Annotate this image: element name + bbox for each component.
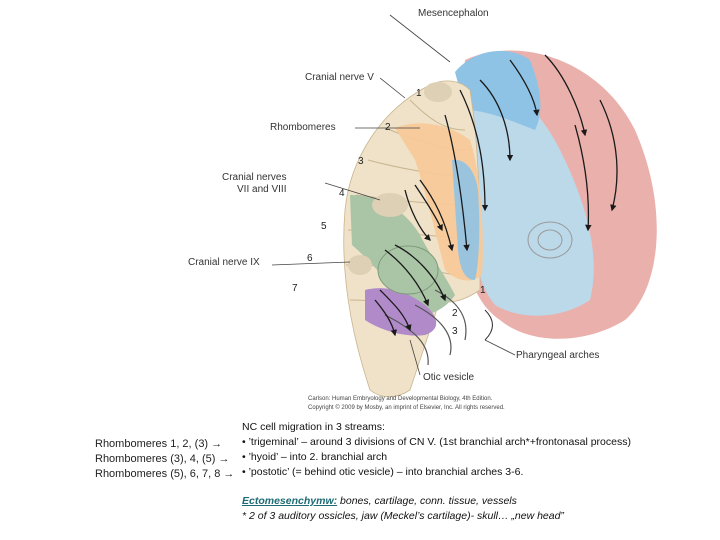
arch-number: 3: [452, 326, 458, 337]
label-cranial-nerves-vii-viii: Cranial nerves: [222, 172, 286, 183]
ganglion-ix: [348, 255, 372, 275]
neural-crest-migration-diagram: Mesencephalon Cranial nerve V Rhombomere…: [188, 8, 657, 411]
ganglion-vii-viii: [372, 193, 408, 217]
ectomesenchyme-term: Ectomesenchymw:: [242, 495, 338, 507]
rhombomere-number: 5: [321, 221, 327, 232]
label-cranial-nerve-v: Cranial nerve V: [305, 72, 374, 83]
label-rhombomeres: Rhombomeres: [270, 122, 336, 133]
arch-number: 1: [480, 285, 486, 296]
figure-credit-line-2: Copyright © 2009 by Mosby, an imprint of…: [308, 404, 505, 411]
stream-hyoid: • ’hyoid’ – into 2. branchial arch: [242, 451, 388, 463]
migration-notes: NC cell migration in 3 streams: • ’trige…: [242, 420, 712, 524]
migration-arrows: [374, 54, 618, 337]
label-cranial-nerve-ix: Cranial nerve IX: [188, 257, 260, 268]
footnote: * 2 of 3 auditory ossicles, jaw (Meckel’…: [242, 510, 564, 522]
otic-vesicle: [377, 245, 439, 295]
arch-number: 2: [452, 308, 458, 319]
rhombomere-number: 2: [385, 122, 391, 133]
label-pharyngeal-arches: Pharyngeal arches: [516, 350, 599, 361]
rhombomere-number: 6: [307, 253, 313, 264]
rhombomere-group-hyoid: Rhombomeres (3), 4, (5) →: [95, 453, 230, 465]
pharyngeal-arch-outlines: [384, 289, 467, 366]
label-cranial-nerves-vii-viii-sub: VII and VIII: [237, 184, 286, 195]
rhombomere-group-trigeminal: Rhombomeres 1, 2, (3) →: [95, 438, 223, 450]
pharyngeal-arches-bracket: [484, 309, 493, 341]
optic-structure: [527, 221, 573, 259]
forebrain-blue-region: [468, 80, 594, 316]
ectomesenchyme-derivatives: bones, cartilage, conn. tissue, vessels: [337, 495, 517, 507]
rhombomere-number: 3: [358, 156, 364, 167]
notes-title: NC cell migration in 3 streams:: [242, 421, 385, 433]
ganglion-v: [424, 82, 452, 102]
rhombomere-number: 1: [416, 88, 422, 99]
rhombomere-group-postotic: Rhombomeres (5), 6, 7, 8 →: [95, 468, 235, 480]
stream-postotic: • ’postotic’ (= behind otic vesicle) – i…: [242, 466, 524, 478]
label-otic-vesicle: Otic vesicle: [423, 372, 475, 383]
blue-stripe-region: [452, 159, 480, 280]
ectomesenchyme-note: Ectomesenchymw: bones, cartilage, conn. …: [242, 494, 712, 509]
rhombomere-number: 4: [339, 188, 345, 199]
label-leaders: [271, 14, 516, 376]
rhombomere-number: 7: [292, 283, 298, 294]
mesencephalon-region: [455, 50, 541, 130]
stream-trigeminal: • ’trigeminal’ – around 3 divisions of C…: [242, 436, 631, 448]
rhombomere-groups: Rhombomeres 1, 2, (3) → Rhombomeres (3),…: [95, 437, 234, 482]
label-mesencephalon: Mesencephalon: [418, 8, 489, 19]
figure-credit-line-1: Carlson: Human Embryology and Developmen…: [308, 396, 493, 402]
